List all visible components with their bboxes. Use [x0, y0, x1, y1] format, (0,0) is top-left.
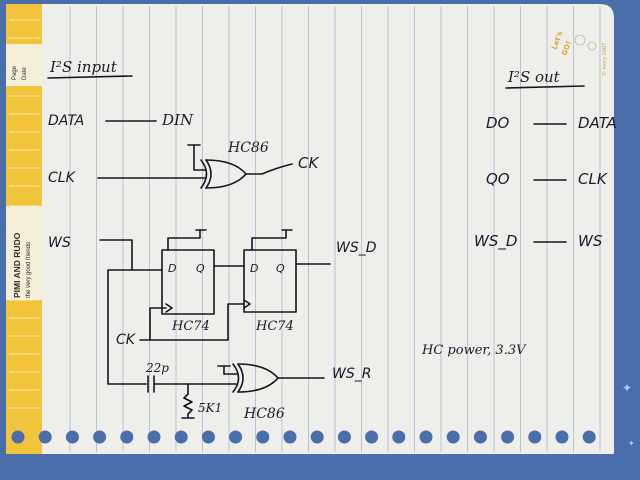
date-label: Date: [22, 67, 28, 80]
page-label: Page: [12, 65, 18, 80]
xor-bottom-tie: [217, 365, 239, 375]
punch-hole: [229, 430, 243, 444]
punch-hole: [11, 430, 25, 444]
punch-hole: [120, 430, 134, 444]
punch-hole: [174, 430, 188, 444]
punch-hole: [582, 430, 596, 444]
ck-out-label: CK: [298, 154, 319, 172]
punch-hole: [555, 430, 569, 444]
ff2-label: HC74: [255, 319, 294, 334]
clk-label: CLK: [48, 170, 77, 186]
cap-label: 22p: [145, 361, 169, 375]
punch-hole: [446, 430, 460, 444]
input-title: I²S input: [49, 58, 118, 76]
punch-hole: [310, 430, 324, 444]
ws-label: WS: [48, 235, 71, 251]
xor-top-label: HC86: [227, 140, 269, 156]
ff2-q-pin: Q: [276, 262, 285, 275]
punch-hole: [337, 430, 351, 444]
ws-to-ff1-wire: [99, 239, 163, 271]
res-label: 5K1: [198, 401, 222, 415]
notebook-page: [6, 4, 614, 454]
data-label: DATA: [48, 113, 84, 129]
din-label: DIN: [161, 111, 194, 129]
punch-hole: [473, 430, 487, 444]
ff1-d-pin: D: [168, 262, 176, 275]
output-mapping: DO DATA QO CLK WS_D WS: [474, 114, 617, 251]
flip-flop-2: [243, 229, 297, 313]
ws-r-label: WS_R: [332, 366, 371, 382]
sidebar-stripe: Page Date PIMI AND RUDO the very good fr…: [6, 4, 42, 454]
ck-in-label: CK: [116, 332, 137, 348]
punch-hole: [283, 430, 297, 444]
output-right-label: WS: [578, 232, 603, 250]
punch-hole: [38, 430, 52, 444]
xor-bottom-label: HC86: [243, 406, 285, 422]
output-left-label: WS_D: [474, 232, 517, 251]
power-note: HC power, 3.3V: [421, 343, 527, 358]
output-right-label: DATA: [578, 114, 617, 132]
input-title-underline: [47, 75, 133, 79]
svg-text:✦: ✦: [622, 381, 632, 395]
ws-d-label: WS_D: [336, 240, 377, 256]
ck-to-ff1-wire: [139, 307, 167, 341]
ck-out-wire: [245, 163, 293, 175]
punch-holes: [11, 430, 596, 444]
output-title-underline: [505, 85, 585, 89]
flip-flop-1: [161, 229, 215, 315]
punch-hole: [501, 430, 515, 444]
ff2-d-pin: D: [250, 262, 258, 275]
punch-hole: [147, 430, 161, 444]
output-left-label: QO: [486, 170, 510, 188]
punch-hole: [201, 430, 215, 444]
ff1-q-pin: Q: [196, 262, 205, 275]
output-right-label: CLK: [578, 170, 608, 188]
punch-hole: [256, 430, 270, 444]
punch-hole: [365, 430, 379, 444]
punch-hole: [528, 430, 542, 444]
ck-to-ff2-wire: [149, 303, 245, 341]
punch-hole: [93, 430, 107, 444]
brand-tagline: the very good friends: [26, 242, 32, 298]
output-title: I²S out: [507, 68, 561, 86]
xor-top-input-wire: [193, 144, 207, 171]
output-left-label: DO: [486, 114, 510, 132]
ws-to-cap-wire: [107, 269, 147, 385]
svg-text:✦: ✦: [628, 439, 635, 448]
punch-hole: [65, 430, 79, 444]
resistor-5k1: [181, 393, 195, 419]
punch-hole: [419, 430, 433, 444]
brand-name: PIMI AND RUDO: [12, 232, 22, 298]
ff1-label: HC74: [171, 319, 210, 334]
punch-hole: [392, 430, 406, 444]
svg-text:© Ivory 2007: © Ivory 2007: [601, 43, 608, 76]
